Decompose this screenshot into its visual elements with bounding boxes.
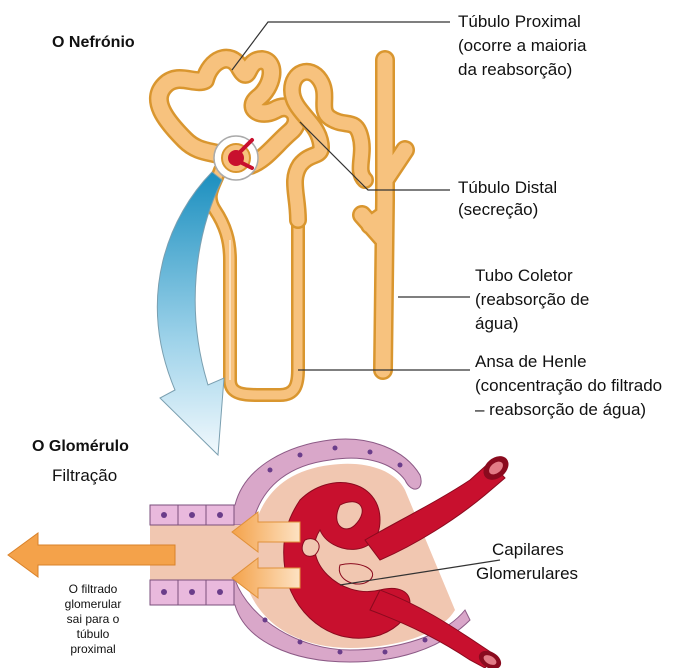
filtrate-out-arrow [8,533,175,577]
distal-line-1: Túbulo Distal [458,178,557,198]
filtrate-line-4: túbulo [38,627,148,641]
glomerulus-title: O Glomérulo [32,438,129,456]
henle-line-2: (concentração do filtrado [475,376,662,396]
henle-line-3: – reabsorção de água) [475,400,646,420]
descending-limb [211,170,298,395]
filtrate-line-1: O filtrado [38,582,148,596]
distal-line-2: (secreção) [458,200,538,220]
filtrate-line-5: proximal [38,642,148,656]
capillaries-line-2: Glomerulares [476,564,578,584]
proximal-line-3: da reabsorção) [458,60,572,80]
collecting-line-2: (reabsorção de [475,290,589,310]
henle-line-1: Ansa de Henle [475,352,587,372]
glomerulus-subtitle: Filtração [52,466,117,486]
filtrate-line-3: sai para o [38,612,148,626]
proximal-line-2: (ocorre a maioria [458,36,587,56]
proximal-line-1: Túbulo Proximal [458,12,581,32]
collecting-line-1: Tubo Coletor [475,266,573,286]
nephron-title: O Nefrónio [52,34,135,52]
capillaries-line-1: Capilares [492,540,564,560]
filtrate-line-2: glomerular [38,597,148,611]
collecting-line-3: água) [475,314,518,334]
